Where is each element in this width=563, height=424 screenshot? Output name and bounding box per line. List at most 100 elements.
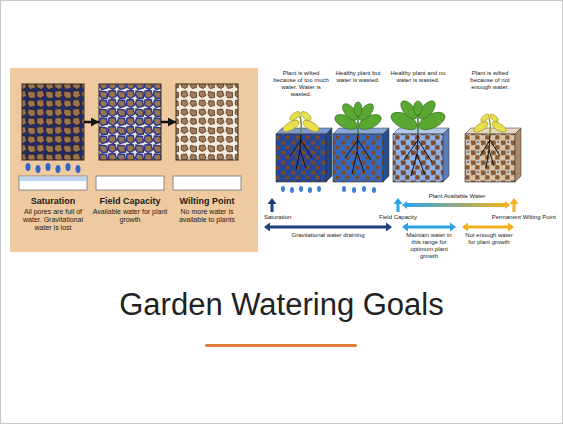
plant-pot <box>393 134 443 182</box>
plant-pot <box>288 110 301 122</box>
flow-arrow <box>84 121 99 124</box>
label-slot: Field Capacity <box>368 214 428 221</box>
plant-pot <box>404 134 432 176</box>
arrow-head <box>386 223 392 232</box>
plant-pot <box>352 187 356 193</box>
label-slot: Maintain water in this range for optimum… <box>401 232 457 260</box>
water-drops <box>66 163 71 171</box>
pot-caption: Plant is wilted because of too much wate… <box>273 70 329 98</box>
block-description: No more water is available to plants <box>169 208 245 224</box>
scale-label: Not enough water for plant growth <box>463 232 515 246</box>
arrow-head <box>264 223 270 232</box>
scale-arrow <box>513 203 516 212</box>
pot-caption: Healthy plant and no water is wasted. <box>390 70 446 84</box>
soil-panel <box>10 68 258 252</box>
plant-pot <box>308 187 312 193</box>
plant-pot <box>465 134 515 182</box>
scale-label: Maintain water in this range for optimum… <box>401 232 457 260</box>
plant-pot <box>317 186 321 192</box>
scale-label: Plant Available Water <box>412 193 502 200</box>
label-slot: Permanent Wilting Point <box>466 214 556 221</box>
block-heading: Wilting Point <box>169 196 245 206</box>
drip-tray <box>96 176 164 190</box>
arrow-head <box>505 201 510 209</box>
title-underline <box>205 344 357 347</box>
plant-pot <box>414 101 423 115</box>
block-description: All pores are full of water. Gravitation… <box>15 208 91 232</box>
label-slot: Not enough water for plant growth <box>463 232 515 246</box>
arrow-head <box>268 198 277 204</box>
plant-pot <box>489 118 490 134</box>
plant-pot <box>515 128 521 182</box>
soil-block: Field CapacityAvailable water for plant … <box>99 84 161 224</box>
soil-illustration <box>19 84 241 190</box>
water-drops <box>46 163 51 171</box>
soil-block <box>22 84 84 160</box>
plant-pot <box>345 134 371 174</box>
label-slot: Plant Available Water <box>412 193 502 200</box>
plant-pot <box>276 134 326 182</box>
plant-pot <box>480 134 500 168</box>
water-scale <box>264 198 519 232</box>
plant-pot <box>300 116 301 134</box>
scale-arrow <box>271 203 274 212</box>
arrow-head <box>462 223 468 232</box>
drip-tray <box>19 176 87 190</box>
block-description: Available water for plant growth <box>92 208 168 224</box>
water-drops <box>26 163 81 173</box>
plant-pot <box>362 186 366 192</box>
plant-pot <box>333 101 389 193</box>
scale-arrow <box>397 203 400 212</box>
range-arrow <box>467 226 509 229</box>
plant-illustration <box>276 98 521 193</box>
plant-pot <box>472 120 489 134</box>
arrow-head <box>394 198 403 204</box>
plant-pot: Plant is wilted because of not enough wa… <box>462 70 518 184</box>
arrow-head <box>450 223 456 232</box>
plant-pot <box>290 187 294 193</box>
slide-title: Garden Watering Goals <box>0 286 563 323</box>
plant-pot <box>299 186 303 192</box>
plant-pot <box>465 113 521 182</box>
plant-pot: Healthy plant and no water is wasted. <box>390 70 446 184</box>
block-heading: Saturation <box>15 196 91 206</box>
plant-pot <box>301 118 321 134</box>
plant-pot <box>480 113 491 123</box>
plant-pot <box>342 186 346 192</box>
arrow-head <box>402 223 408 232</box>
plant-pot <box>299 110 312 122</box>
plant-pot <box>443 128 449 182</box>
scale-label: Gravitational water draining <box>273 232 383 239</box>
plant-pot <box>333 134 383 182</box>
scale-label: Saturation <box>264 214 324 221</box>
range-arrow <box>407 226 451 229</box>
arrow-head <box>508 223 514 232</box>
plant-pot <box>281 186 321 193</box>
soil-block: SaturationAll pores are full of water. G… <box>22 84 84 232</box>
tray-water <box>20 177 86 181</box>
plant-pot <box>281 186 285 192</box>
available-water-bar <box>406 203 506 207</box>
label-slot: Saturation <box>264 214 324 221</box>
water-drops <box>36 165 41 173</box>
block-heading: Field Capacity <box>92 196 168 206</box>
arrow-head <box>510 198 519 204</box>
plant-pot: Healthy plant but water is wasted. <box>330 70 386 184</box>
water-drops <box>56 165 61 173</box>
plant-pot <box>290 134 312 170</box>
plant-pot <box>388 98 449 182</box>
water-drops <box>26 163 31 171</box>
plant-pot <box>489 113 500 123</box>
scale-label: Permanent Wilting Point <box>466 214 556 221</box>
soil-block: Wilting PointNo more water is available … <box>176 84 238 224</box>
arrow-head <box>402 201 407 209</box>
label-slot: Gravitational water draining <box>273 232 383 239</box>
scale-label: Field Capacity <box>368 214 428 221</box>
plant-pot <box>354 102 362 116</box>
pot-caption: Healthy plant but water is wasted. <box>330 70 386 84</box>
water-drops <box>76 165 81 173</box>
